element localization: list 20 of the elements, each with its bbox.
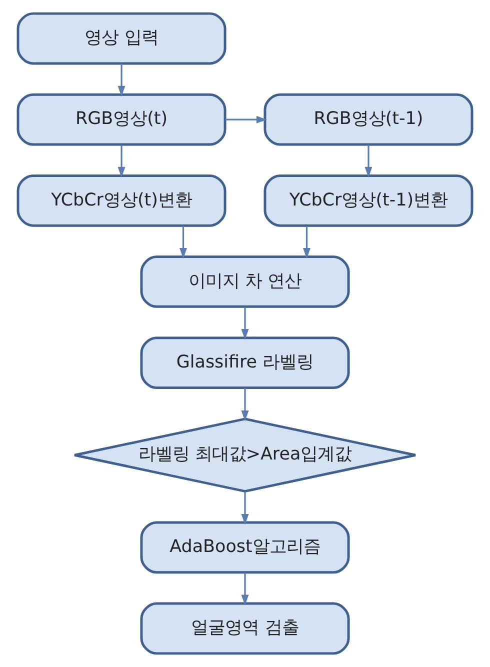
node-diamond: 라벨링 최대값>Area입계값 [73, 418, 417, 493]
arrow [241, 572, 249, 606]
arrow [364, 144, 372, 178]
node-box: Glassifire 라벨링 [140, 336, 350, 389]
arrow [118, 144, 126, 178]
node-box: 이미지 차 연산 [140, 256, 350, 308]
node-box: YCbCr영상(t-1)변환 [264, 174, 474, 227]
arrow [180, 226, 188, 259]
node-box: YCbCr영상(t)변환 [16, 174, 226, 227]
node-box: 얼굴영역 검출 [140, 602, 350, 655]
arrow [241, 492, 249, 525]
arrow [241, 306, 249, 340]
arrow [118, 64, 126, 97]
arrow [241, 388, 249, 422]
arrow [225, 116, 268, 124]
node-box: RGB영상(t-1) [264, 93, 474, 146]
node-box: RGB영상(t) [16, 93, 226, 146]
arrow [302, 226, 310, 259]
node-box: AdaBoost알고리즘 [140, 521, 350, 574]
node-box: 영상 입력 [16, 12, 226, 65]
